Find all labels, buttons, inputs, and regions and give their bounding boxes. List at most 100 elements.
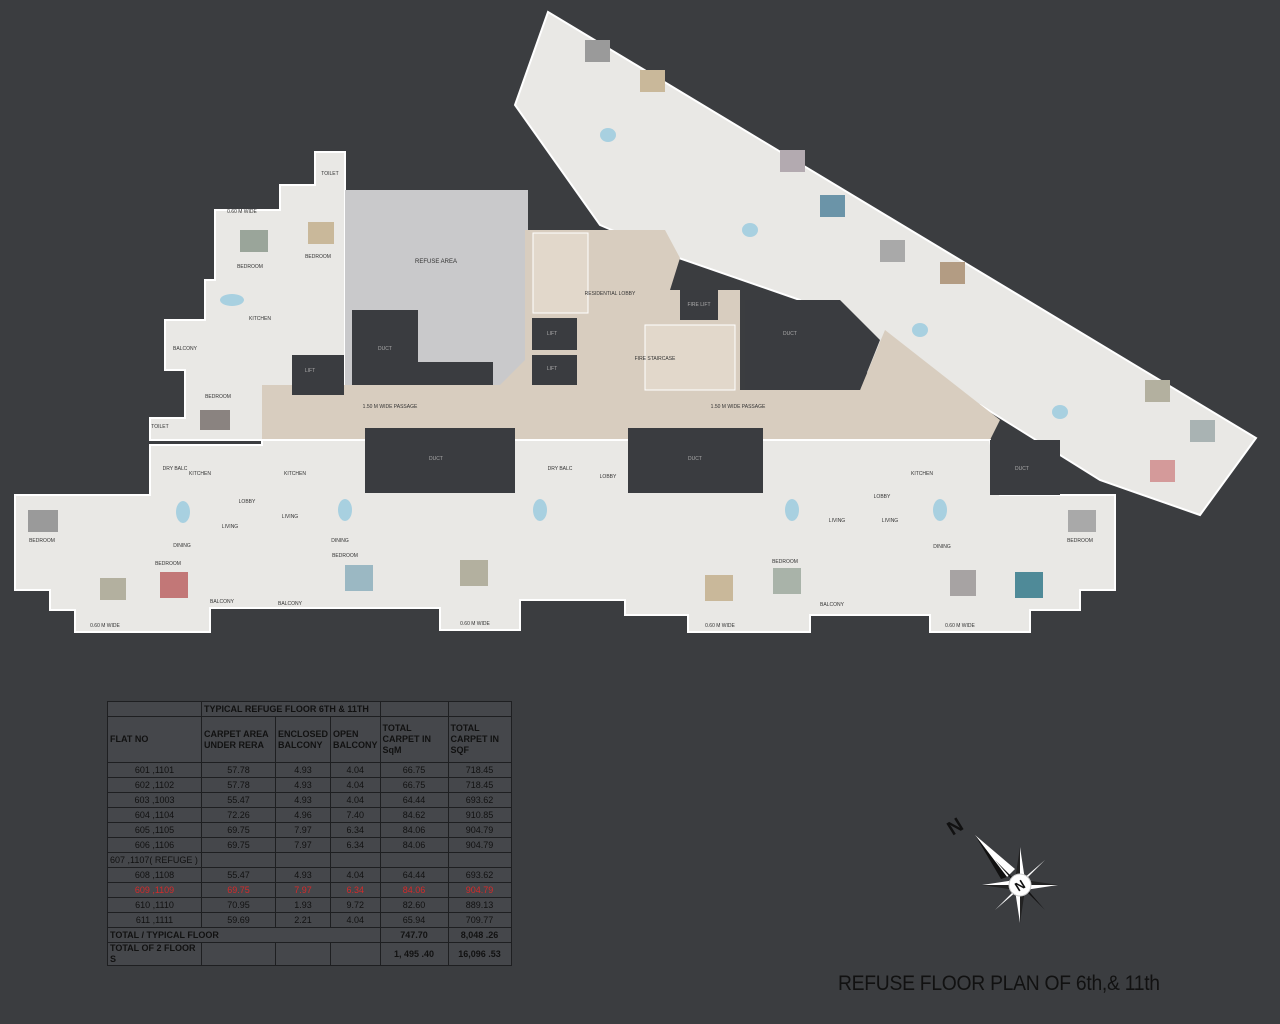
- area-cell: 57.78: [201, 762, 276, 778]
- area-cell: 84.62: [379, 807, 449, 823]
- area-cell: [201, 852, 276, 868]
- flat-no-cell: 602 ,1102: [107, 777, 202, 793]
- col-header: TOTAL CARPET IN SqM: [379, 716, 449, 763]
- balcony-label: BALCONY: [173, 346, 198, 352]
- north-label: N: [943, 814, 967, 840]
- kitchen-label: KITCHEN: [249, 316, 271, 322]
- area-cell: [379, 852, 449, 868]
- area-cell: 64.44: [379, 867, 449, 883]
- bedroom-beds: [28, 40, 1215, 601]
- duct-right: [745, 300, 880, 390]
- living-label: LIVING: [222, 524, 239, 530]
- table-caption: TYPICAL REFUGE FLOOR 6TH & 11TH: [201, 701, 381, 717]
- refuse-area-label: REFUSE AREA: [415, 259, 457, 265]
- area-cell: 693.62: [447, 792, 512, 808]
- area-cell: 4.93: [274, 762, 332, 778]
- area-cell: 4.04: [330, 762, 381, 778]
- area-cell: 55.47: [201, 792, 276, 808]
- duct-label-3: DUCT: [688, 456, 702, 462]
- flat-no-cell: 605 ,1105: [107, 822, 202, 838]
- area-cell: 4.04: [330, 777, 381, 793]
- flat-no-cell: 608 ,1108: [107, 867, 202, 883]
- flat-no-cell: 606 ,1106: [107, 837, 202, 853]
- area-cell: 55.47: [201, 867, 276, 883]
- passage-label: 1.50 M WIDE PASSAGE: [363, 404, 418, 410]
- flat-no-cell: 610 ,1110: [107, 897, 202, 913]
- area-cell: 7.40: [330, 807, 381, 823]
- area-cell: 9.72: [330, 897, 381, 913]
- total-row: TOTAL OF 2 FLOOR S 1, 495 .40 16,096 .53: [107, 942, 512, 966]
- col-header: TOTAL CARPET IN SQF: [447, 716, 512, 763]
- toilet-label: TOILET: [151, 424, 168, 430]
- area-cell: 904.79: [447, 822, 512, 838]
- wide-label-2: 0.60 M WIDE: [90, 623, 120, 629]
- wide-label-4: 0.60 M WIDE: [705, 623, 735, 629]
- area-cell: 6.34: [330, 882, 381, 898]
- area-cell: 59.69: [201, 912, 276, 928]
- bedroom-label: BEDROOM: [237, 264, 263, 270]
- area-cell: 84.06: [379, 882, 449, 898]
- lift-a: [292, 355, 344, 395]
- north-arrow-compass-icon: N N: [943, 814, 1058, 923]
- bedroom-label-5: BEDROOM: [155, 561, 181, 567]
- duct-b1: [365, 428, 515, 493]
- duct-label: DUCT: [378, 346, 392, 352]
- area-cell: 4.93: [274, 777, 332, 793]
- living-label-3: LIVING: [829, 518, 846, 524]
- lift-label: LIFT: [547, 331, 557, 337]
- area-cell: 66.75: [379, 777, 449, 793]
- bedroom-label-7: BEDROOM: [772, 559, 798, 565]
- duct: [352, 310, 493, 390]
- flat-no-cell: 611 ,1111: [107, 912, 202, 928]
- flat-no-cell: 603 ,1003: [107, 792, 202, 808]
- lift-label-3: LIFT: [305, 368, 315, 374]
- area-cell: 64.44: [379, 792, 449, 808]
- area-cell: [274, 852, 332, 868]
- kitchen-label-4: KITCHEN: [911, 471, 933, 477]
- living-label-4: LIVING: [882, 518, 899, 524]
- plan-title: REFUSE FLOOR PLAN OF 6th,& 11th: [838, 972, 1160, 995]
- area-cell: 4.04: [330, 792, 381, 808]
- bedroom-label-8: BEDROOM: [1067, 538, 1093, 544]
- area-cell: 84.06: [379, 837, 449, 853]
- area-cell: 66.75: [379, 762, 449, 778]
- lift-2: [532, 355, 577, 385]
- col-header: ENCLOSED BALCONY: [274, 716, 332, 763]
- residential-lobby-label: RESIDENTIAL LOBBY: [585, 291, 636, 297]
- area-cell: [447, 852, 512, 868]
- lift-label-2: LIFT: [547, 366, 557, 372]
- table-row: 607 ,1107( REFUGE ): [107, 852, 512, 868]
- balcony-label-3: BALCONY: [278, 601, 303, 607]
- col-header: FLAT NO: [107, 716, 202, 763]
- area-cell: 4.93: [274, 867, 332, 883]
- col-header: CARPET AREA UNDER RERA: [201, 716, 276, 763]
- bedroom-label-2: BEDROOM: [305, 254, 331, 260]
- area-cell: 4.96: [274, 807, 332, 823]
- dining-label: DINING: [173, 543, 191, 549]
- area-table: TYPICAL REFUGE FLOOR 6TH & 11TH FLAT NO …: [107, 701, 512, 966]
- dining-tables: [176, 128, 1068, 523]
- fire-staircase: [644, 324, 736, 391]
- lift-1: [532, 318, 577, 350]
- area-cell: 84.06: [379, 822, 449, 838]
- area-cell: 7.97: [274, 822, 332, 838]
- area-cell: 910.85: [447, 807, 512, 823]
- bedroom-label-4: BEDROOM: [29, 538, 55, 544]
- bedroom-label-6: BEDROOM: [332, 553, 358, 559]
- staircase: [532, 232, 589, 314]
- total-row: TOTAL / TYPICAL FLOOR 747.70 8,048 .26: [107, 927, 512, 943]
- flat-no-cell: 601 ,1101: [107, 762, 202, 778]
- area-cell: 65.94: [379, 912, 449, 928]
- area-cell: 69.75: [201, 822, 276, 838]
- area-cell: 82.60: [379, 897, 449, 913]
- area-cell: 70.95: [201, 897, 276, 913]
- area-cell: 69.75: [201, 837, 276, 853]
- flat-no-cell: 607 ,1107( REFUGE ): [107, 852, 202, 868]
- balcony-label-4: BALCONY: [820, 602, 845, 608]
- col-header: OPEN BALCONY: [330, 716, 381, 763]
- area-cell: 718.45: [447, 762, 512, 778]
- fire-lift: [680, 290, 718, 320]
